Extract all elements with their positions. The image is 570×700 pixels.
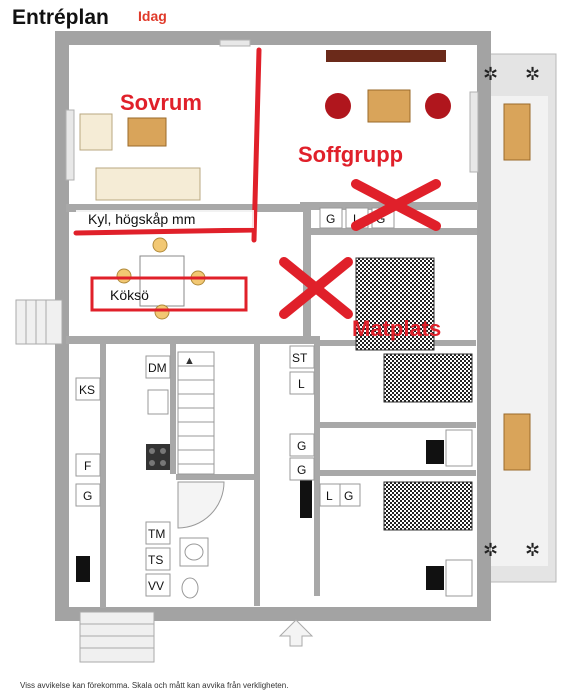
bed-bottom	[383, 481, 473, 531]
label-l-top: L	[353, 212, 360, 226]
red-markings	[73, 47, 262, 243]
room-label-sovrum: Sovrum	[120, 90, 202, 115]
plant-icon-4: ✲	[525, 540, 540, 560]
annotation-koksö: Köksö	[110, 287, 149, 303]
red-armchair-right	[425, 93, 451, 119]
desk-bottom	[445, 559, 473, 597]
annotation-kyl: Kyl, högskåp mm	[88, 211, 195, 227]
bed-mid	[383, 353, 473, 403]
room-label-soffgrupp: Soffgrupp	[298, 142, 403, 167]
staircase	[177, 351, 215, 475]
label-vv: VV	[148, 579, 164, 593]
terrace-floor	[482, 96, 548, 566]
plant-icon-3: ✲	[483, 540, 498, 560]
toilet	[181, 577, 199, 599]
desk	[127, 117, 167, 147]
entrance-arrow-icon	[278, 619, 314, 647]
koksö-box	[90, 276, 248, 312]
page-title: Entréplan	[12, 6, 109, 29]
radiator	[300, 480, 312, 518]
label-g-left: G	[83, 489, 92, 503]
coffee-table	[367, 89, 411, 123]
red-armchair-left	[325, 93, 351, 119]
terrace-table-top	[503, 103, 531, 161]
stair-arrow-icon: ▲	[184, 355, 195, 367]
stove	[146, 444, 170, 470]
windows	[65, 39, 479, 181]
label-tm: TM	[148, 527, 165, 541]
cross-icon	[351, 179, 441, 231]
label-g-bot: G	[344, 489, 353, 503]
shower	[177, 481, 225, 529]
bed-top	[355, 257, 435, 351]
label-g-mid2: G	[297, 463, 306, 477]
sink	[147, 389, 169, 415]
chair-mid	[426, 440, 444, 464]
plant-icon-1: ✲	[483, 64, 498, 84]
label-g-top2: G	[376, 212, 385, 226]
label-l-bot: L	[326, 489, 333, 503]
chair-icon	[154, 304, 170, 320]
chair-bottom	[426, 566, 444, 590]
plant-icon-2: ✲	[525, 64, 540, 84]
entrance-steps	[15, 299, 155, 663]
label-st: ST	[292, 351, 308, 365]
label-dm: DM	[148, 361, 167, 375]
chair-icon	[152, 237, 168, 253]
label-ks: KS	[79, 383, 95, 397]
radiator	[76, 556, 90, 582]
desk-mid	[445, 429, 473, 467]
label-f: F	[84, 459, 91, 473]
room-label-matplats: Matplats	[352, 316, 441, 341]
sofa	[95, 167, 201, 201]
label-ts: TS	[148, 553, 163, 567]
chair-icon	[116, 268, 132, 284]
label-l-mid: L	[298, 377, 305, 391]
page-subtitle: Idag	[138, 8, 167, 24]
armchair	[79, 113, 113, 151]
label-g-mid1: G	[297, 439, 306, 453]
wall-cabinet	[326, 50, 446, 62]
label-g-top1: G	[326, 212, 335, 226]
kitchen-island	[139, 255, 185, 307]
footer-note: Viss avvikelse kan förekomma. Skala och …	[20, 681, 289, 690]
cross-icon	[279, 257, 353, 319]
terrace-table-bottom	[503, 413, 531, 471]
